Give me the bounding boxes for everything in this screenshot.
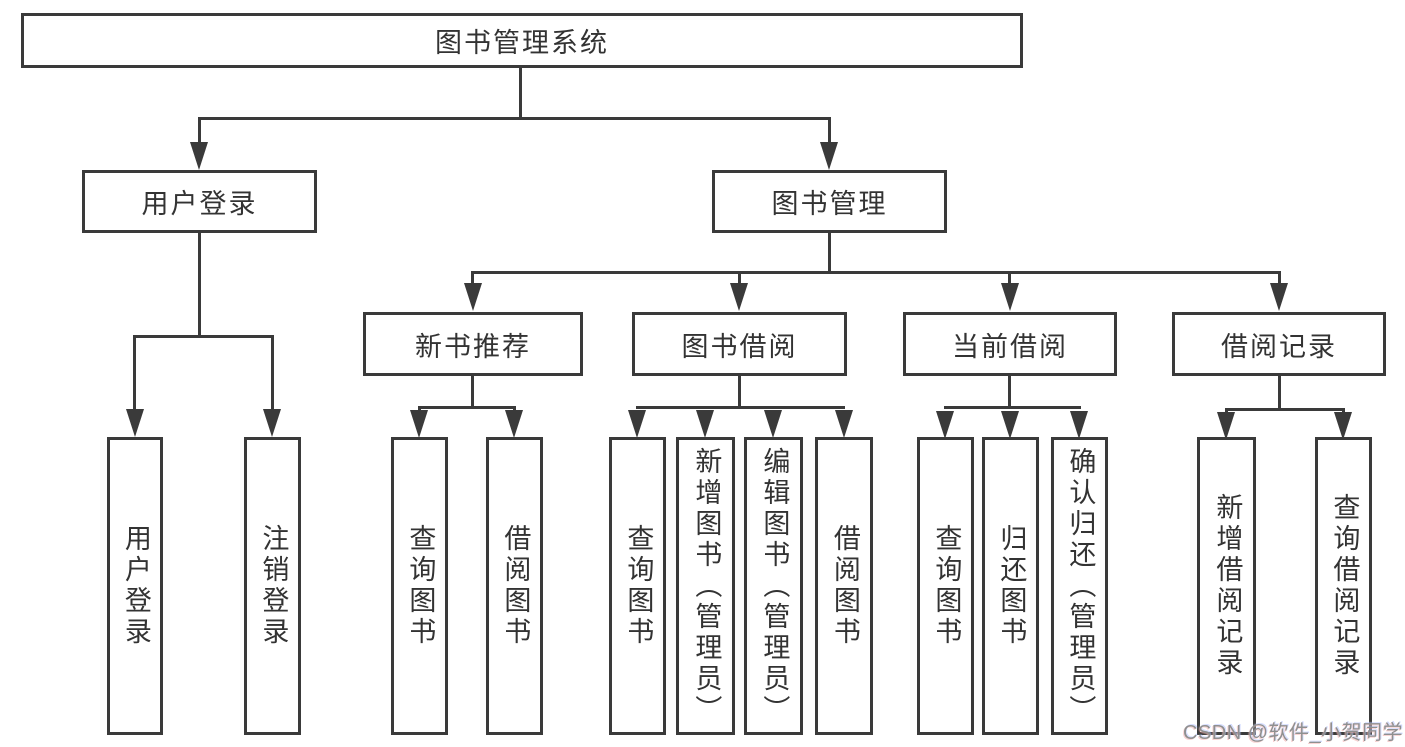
arrow-down-icon (464, 283, 482, 311)
arrow-down-icon (1070, 411, 1088, 439)
arrow-down-icon (263, 409, 281, 437)
connector-drop-user-login (198, 117, 201, 147)
arrow-down-icon (126, 409, 144, 437)
node-label: 图书管理 (771, 189, 888, 219)
node-label: 图书管理系统 (435, 28, 609, 58)
leaf-user-login: 用户登录 (107, 437, 163, 735)
node-library-management-system: 图书管理系统 (21, 13, 1023, 68)
node-label: 借阅记录 (1221, 331, 1337, 362)
arrow-down-icon (764, 410, 782, 438)
connector-drop-leaf (133, 335, 136, 415)
arrow-down-icon (1217, 412, 1235, 440)
node-label: 归还图书 (996, 524, 1027, 648)
arrow-down-icon (835, 410, 853, 438)
leaf-confirm-return-admin: 确认归还（管理员） (1051, 437, 1108, 735)
connector-user-login-rail (133, 335, 274, 338)
node-label: 查询借阅记录 (1329, 493, 1360, 679)
connector-new-book-rail (418, 406, 516, 409)
connector-current-borrow-stem (1008, 376, 1011, 408)
leaf-add-borrow-record: 新增借阅记录 (1197, 437, 1256, 735)
node-new-book-recommendation: 新书推荐 (363, 312, 583, 376)
node-label: 当前借阅 (952, 331, 1068, 362)
connector-book-borrow-stem (738, 376, 741, 408)
node-book-borrowing: 图书借阅 (632, 312, 847, 376)
connector-new-book-stem (471, 376, 474, 408)
node-label: 查询图书 (405, 524, 436, 648)
node-current-borrowing: 当前借阅 (903, 312, 1117, 376)
connector-borrow-records-stem (1278, 376, 1281, 410)
arrow-down-icon (696, 410, 714, 438)
node-label: 用户登录 (120, 524, 151, 648)
arrow-down-icon (190, 142, 208, 170)
node-label: 确认归还（管理员） (1065, 446, 1096, 726)
csdn-watermark: CSDN @软件_小贺同学 (1183, 722, 1404, 744)
leaf-logout: 注销登录 (244, 437, 301, 735)
leaf-return-books: 归还图书 (982, 437, 1039, 735)
connector-book-borrow-rail (636, 406, 845, 409)
arrow-down-icon (820, 142, 838, 170)
arrow-down-icon (936, 411, 954, 439)
leaf-query-books-current: 查询图书 (917, 437, 974, 735)
arrow-down-icon (410, 410, 428, 438)
connector-drop-book-management (828, 117, 831, 147)
connector-book-management-stem (828, 233, 831, 273)
node-label: 编辑图书（管理员） (759, 446, 790, 726)
connector-user-login-stem (198, 233, 201, 338)
leaf-add-books-admin: 新增图书（管理员） (676, 437, 735, 735)
connector-drop-new-book (471, 271, 474, 291)
leaf-borrow-books: 借阅图书 (815, 437, 873, 735)
node-label: 新增图书（管理员） (691, 446, 722, 726)
leaf-query-books-borrow: 查询图书 (609, 437, 666, 735)
arrow-down-icon (1334, 412, 1352, 440)
node-borrowing-records: 借阅记录 (1172, 312, 1386, 376)
leaf-query-borrow-record: 查询借阅记录 (1315, 437, 1372, 735)
leaf-edit-books-admin: 编辑图书（管理员） (744, 437, 803, 735)
node-label: 注销登录 (258, 524, 289, 648)
connector-drop-current-borrow (1008, 271, 1011, 291)
arrow-down-icon (505, 410, 523, 438)
arrow-down-icon (1270, 283, 1288, 311)
connector-root-rail (198, 117, 831, 120)
arrow-down-icon (1001, 411, 1019, 439)
node-book-management: 图书管理 (712, 170, 947, 233)
connector-root-stem (519, 68, 522, 119)
connector-drop-borrow-records (1278, 271, 1281, 291)
node-label: 借阅图书 (500, 524, 531, 648)
connector-current-borrow-rail (944, 406, 1081, 409)
leaf-query-books-recommend: 查询图书 (391, 437, 448, 735)
connector-borrow-records-rail (1225, 408, 1345, 411)
connector-drop-book-borrow (738, 271, 741, 291)
node-label: 图书借阅 (681, 331, 798, 362)
node-label: 新增借阅记录 (1212, 493, 1243, 679)
arrow-down-icon (628, 410, 646, 438)
node-label: 新书推荐 (415, 331, 531, 362)
connector-book-management-rail (471, 271, 1281, 274)
arrow-down-icon (1001, 283, 1019, 311)
node-label: 借阅图书 (829, 524, 860, 648)
leaf-borrow-books-recommend: 借阅图书 (486, 437, 543, 735)
node-user-login: 用户登录 (82, 170, 317, 233)
node-label: 查询图书 (623, 524, 654, 648)
node-label: 查询图书 (931, 524, 962, 648)
connector-drop-leaf (271, 335, 274, 415)
arrow-down-icon (730, 283, 748, 311)
node-label: 用户登录 (141, 189, 258, 219)
